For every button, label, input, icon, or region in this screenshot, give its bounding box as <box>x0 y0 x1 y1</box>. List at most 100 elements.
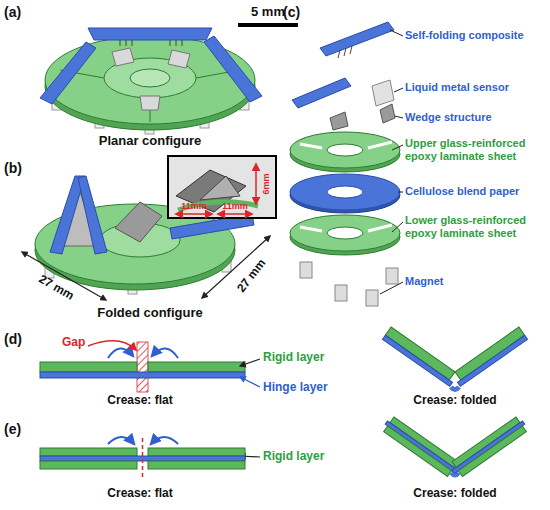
exploded-view <box>300 262 312 278</box>
crease-label: Crease: flat <box>107 394 172 408</box>
flat-crease-hinge <box>40 372 245 378</box>
flat-crease-rigid <box>148 448 245 456</box>
planar-device <box>88 28 212 40</box>
flat-crease-hinge <box>152 348 178 358</box>
dimension-label: 27 mm <box>235 257 269 295</box>
folded-crease-rigid <box>458 426 526 476</box>
exploded-view <box>290 22 400 306</box>
exploded-view <box>386 268 398 284</box>
flat-crease-rigid <box>40 461 137 469</box>
exploded-view <box>366 290 378 306</box>
part-label: Upper glass-reinforced epoxy laminate sh… <box>405 137 547 162</box>
planar-device <box>112 48 134 66</box>
panel-label: (b) <box>4 160 22 176</box>
planar-device <box>130 69 170 87</box>
layer-pointer <box>240 359 260 457</box>
flat-crease-rigid <box>108 437 134 444</box>
folded-crease-rigid <box>385 421 458 474</box>
scale-label: 5 mm <box>251 5 285 20</box>
planar-device <box>168 50 190 68</box>
layer-label: Rigid layer <box>263 450 324 464</box>
planar-device <box>40 42 96 104</box>
flat-crease-rigid <box>151 437 178 444</box>
exploded-view <box>300 225 392 231</box>
flat-crease-hinge <box>40 362 137 372</box>
dimension-label: 6mm <box>261 173 271 194</box>
flat-crease-rigid <box>142 438 144 480</box>
exploded-view <box>380 104 395 123</box>
flat-crease-hinge <box>88 341 136 350</box>
exploded-view <box>330 112 348 130</box>
folded-crease-hinge <box>455 327 525 380</box>
exploded-view <box>290 215 400 251</box>
exploded-view <box>327 227 363 239</box>
part-label: Self-folding composite <box>405 29 524 42</box>
planar-device <box>120 40 182 46</box>
folded-crease-hinge <box>385 327 455 380</box>
exploded-view <box>290 132 400 168</box>
leader-line <box>380 282 403 294</box>
planar-device <box>204 36 262 102</box>
part-label: Magnet <box>405 275 444 288</box>
exploded-view <box>372 80 394 106</box>
planar-device <box>140 96 160 110</box>
part-label: Cellulose blend paper <box>405 185 519 198</box>
folded-crease-rigid <box>384 426 452 476</box>
leader-line <box>398 192 403 193</box>
planar-device <box>60 70 240 122</box>
scale-bar <box>238 23 298 27</box>
folded-crease-hinge <box>383 327 528 389</box>
flat-crease-hinge <box>108 348 133 358</box>
panel-label: (e) <box>4 421 21 437</box>
leader-line <box>392 222 403 232</box>
planar-device <box>40 28 262 134</box>
leader-line <box>380 30 403 294</box>
part-label: Wedge structure <box>405 111 492 124</box>
layer-label: Rigid layer <box>263 351 324 365</box>
exploded-view <box>327 144 363 156</box>
layer-pointer <box>240 377 260 387</box>
exploded-view <box>320 22 394 56</box>
flat-crease-rigid <box>40 437 245 480</box>
flat-crease-rigid <box>148 461 245 469</box>
folded-device <box>78 176 107 254</box>
folded-device <box>35 176 254 294</box>
folded-crease-rigid <box>381 415 529 479</box>
dimension-label: 11mm <box>181 201 207 211</box>
exploded-view <box>327 186 363 198</box>
panel-label: (d) <box>4 331 22 347</box>
layer-label: Hinge layer <box>263 381 328 395</box>
leader-line <box>392 145 403 150</box>
dimension-label: 11mm <box>222 201 248 211</box>
inset-photo <box>200 176 240 200</box>
dimension-line <box>202 236 270 298</box>
folded-crease-rigid <box>448 415 529 479</box>
leader-line <box>394 88 403 92</box>
gap-label: Gap <box>62 336 85 350</box>
folded-device <box>115 202 162 242</box>
layer-pointer <box>240 359 260 366</box>
scale-bar <box>238 23 298 27</box>
flat-crease-rigid <box>40 448 137 456</box>
crease-label: Crease: folded <box>413 487 496 501</box>
crease-label: Crease: folded <box>413 394 496 408</box>
inset-photo <box>176 213 212 215</box>
part-label: Lower glass-reinforced epoxy laminate sh… <box>405 214 547 239</box>
folded-crease-hinge <box>383 335 453 386</box>
crease-label: Crease: flat <box>107 487 172 501</box>
inset-photo <box>255 164 257 204</box>
caption-label: Folded configure <box>97 306 202 321</box>
exploded-view <box>292 78 351 108</box>
exploded-view <box>335 285 347 301</box>
part-label: Liquid metal sensor <box>405 81 509 94</box>
exploded-view <box>300 142 392 148</box>
panel-label: (a) <box>4 4 21 20</box>
panel-label: (c) <box>283 4 300 20</box>
flat-crease-hinge <box>148 362 245 372</box>
folded-crease-rigid <box>451 473 459 476</box>
inset-photo <box>168 156 276 218</box>
folded-crease-rigid <box>381 415 462 479</box>
exploded-view <box>290 174 400 210</box>
folded-crease-hinge <box>457 335 527 386</box>
caption-label: Planar configure <box>99 134 202 149</box>
